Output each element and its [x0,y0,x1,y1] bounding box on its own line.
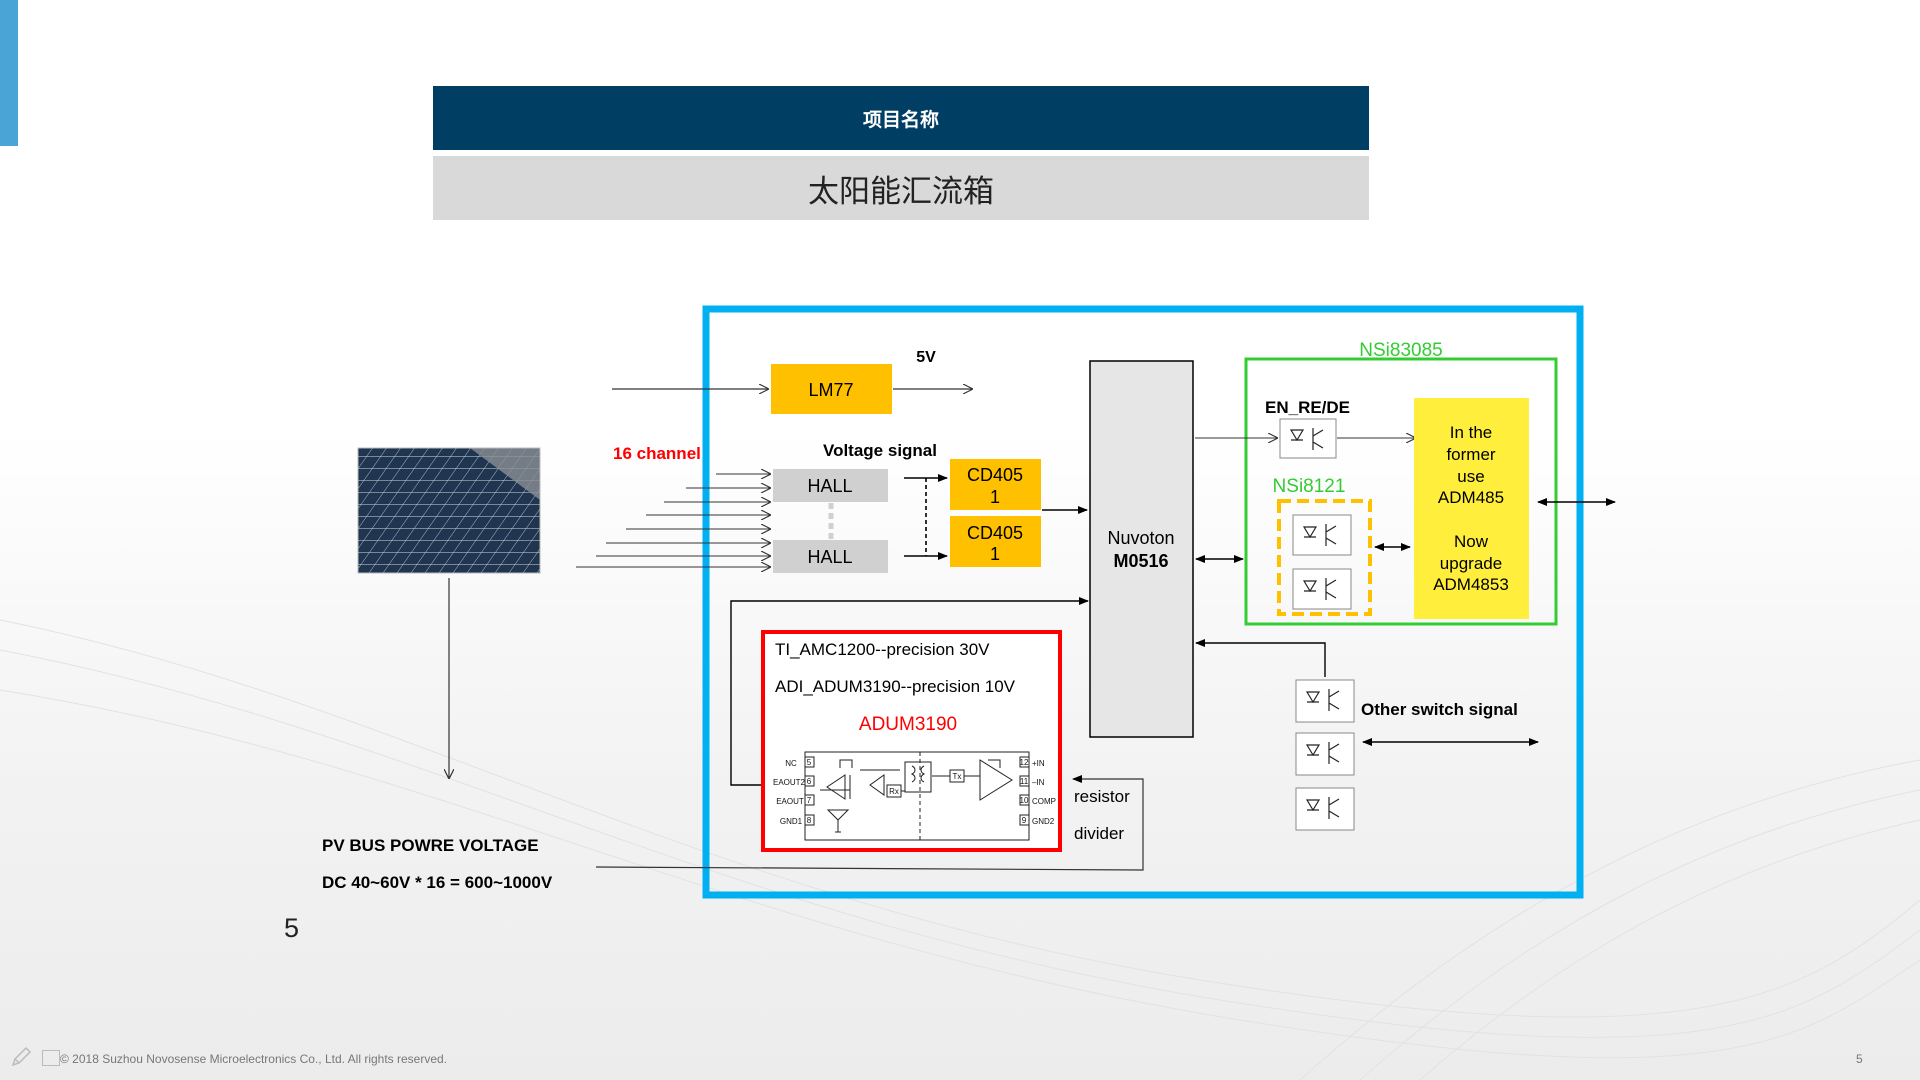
svg-text:ADM485: ADM485 [1438,488,1504,507]
optocoupler-en [1279,418,1337,459]
pen-icon[interactable] [10,1046,32,1068]
amc1200-text: TI_AMC1200--precision 30V [775,640,990,659]
svg-text:8: 8 [807,816,812,825]
svg-text:former: former [1446,445,1495,464]
footer-copyright: © 2018 Suzhou Novosense Microelectronics… [60,1052,448,1066]
resistor-label: resistor [1074,787,1130,806]
svg-text:9: 9 [1022,816,1027,825]
optocoupler-switch-3 [1295,787,1355,831]
cd4051-block-bottom [950,516,1041,567]
rs485-group [1244,357,1558,626]
optocoupler-switch-1 [1295,679,1355,723]
solar-panel-image [357,447,541,574]
svg-text:In the: In the [1450,423,1493,442]
cd4051-block-top [950,459,1041,510]
svg-text:EAOUT2: EAOUT2 [773,778,806,787]
adm-note: In the former use ADM485 Now upgrade ADM… [1433,423,1509,594]
channel-arrows [576,474,770,567]
mcu-block [1089,360,1194,738]
dc-formula: DC 40~60V * 16 = 600~1000V [322,873,553,892]
svg-text:6: 6 [807,777,812,786]
optocoupler-nsi8121-b [1292,568,1352,610]
label-5v: 5V [916,349,936,366]
en-rede-label: EN_RE/DE [1265,398,1350,417]
svg-text:7: 7 [807,796,812,805]
mcu-label-part: M0516 [1113,551,1168,571]
cd4051-top-line1: CD405 [967,465,1023,485]
adum-group [761,630,1062,852]
optocoupler-nsi8121-a [1292,514,1352,556]
svg-text:10: 10 [1020,796,1029,805]
footer-page-number: 5 [1856,1052,1863,1066]
nsi83085-label: NSi83085 [1359,340,1442,361]
svg-text:upgrade: upgrade [1440,554,1502,573]
svg-text:+IN: +IN [1032,759,1045,768]
svg-text:COMP: COMP [1032,797,1056,806]
pv-bus-label: PV BUS POWRE VOLTAGE [322,836,539,855]
adm-block [1414,398,1529,619]
divider-label: divider [1074,824,1124,843]
svg-text:ADM4853: ADM4853 [1433,575,1509,594]
lm77-label: LM77 [808,380,853,400]
header-title: 项目名称 [433,86,1369,150]
svg-text:11: 11 [1020,777,1029,786]
svg-text:Rx: Rx [889,787,899,796]
cd4051-bottom-line1: CD405 [967,523,1023,543]
accent-bar [0,0,18,146]
slide-icon[interactable] [42,1050,60,1066]
chip-pin-labels: NC EAOUT2 EAOUT GND1 5 6 7 8 12 11 10 9 … [773,758,1056,826]
adum3190-chip-schematic [804,751,1030,841]
cd4051-top-line2: 1 [990,487,1000,507]
background-waves [0,619,1920,1080]
cd4051-bottom-line2: 1 [990,544,1000,564]
system-boundary [702,305,1584,899]
svg-text:5: 5 [807,758,812,767]
voltage-signal-label: Voltage signal [823,441,937,460]
mcu-label-vendor: Nuvoton [1107,528,1174,548]
svg-text:Now: Now [1454,532,1489,551]
hall-label-top: HALL [807,476,852,496]
channel-label: 16 channel [613,444,701,463]
slide-number: 5 [284,913,300,943]
svg-text:NC: NC [785,759,797,768]
svg-text:Tx: Tx [953,772,962,781]
hall-label-bottom: HALL [807,547,852,567]
svg-text:EAOUT: EAOUT [776,797,804,806]
lm77-block [771,364,892,414]
other-switch-label: Other switch signal [1361,700,1518,719]
hall-block-top [773,469,888,502]
svg-text:use: use [1457,467,1484,486]
nsi8121-group [1277,499,1372,616]
adum3190-title: ADUM3190 [859,714,957,735]
project-name: 太阳能汇流箱 [433,156,1369,220]
svg-text:GND2: GND2 [1032,817,1055,826]
hall-block-bottom [773,540,888,573]
svg-text:–IN: –IN [1032,778,1045,787]
nsi8121-label: NSi8121 [1273,476,1346,497]
optocoupler-switch-2 [1295,732,1355,776]
svg-text:GND1: GND1 [780,817,803,826]
svg-text:12: 12 [1020,758,1029,767]
adum3190-precision-text: ADI_ADUM3190--precision 10V [775,677,1016,696]
